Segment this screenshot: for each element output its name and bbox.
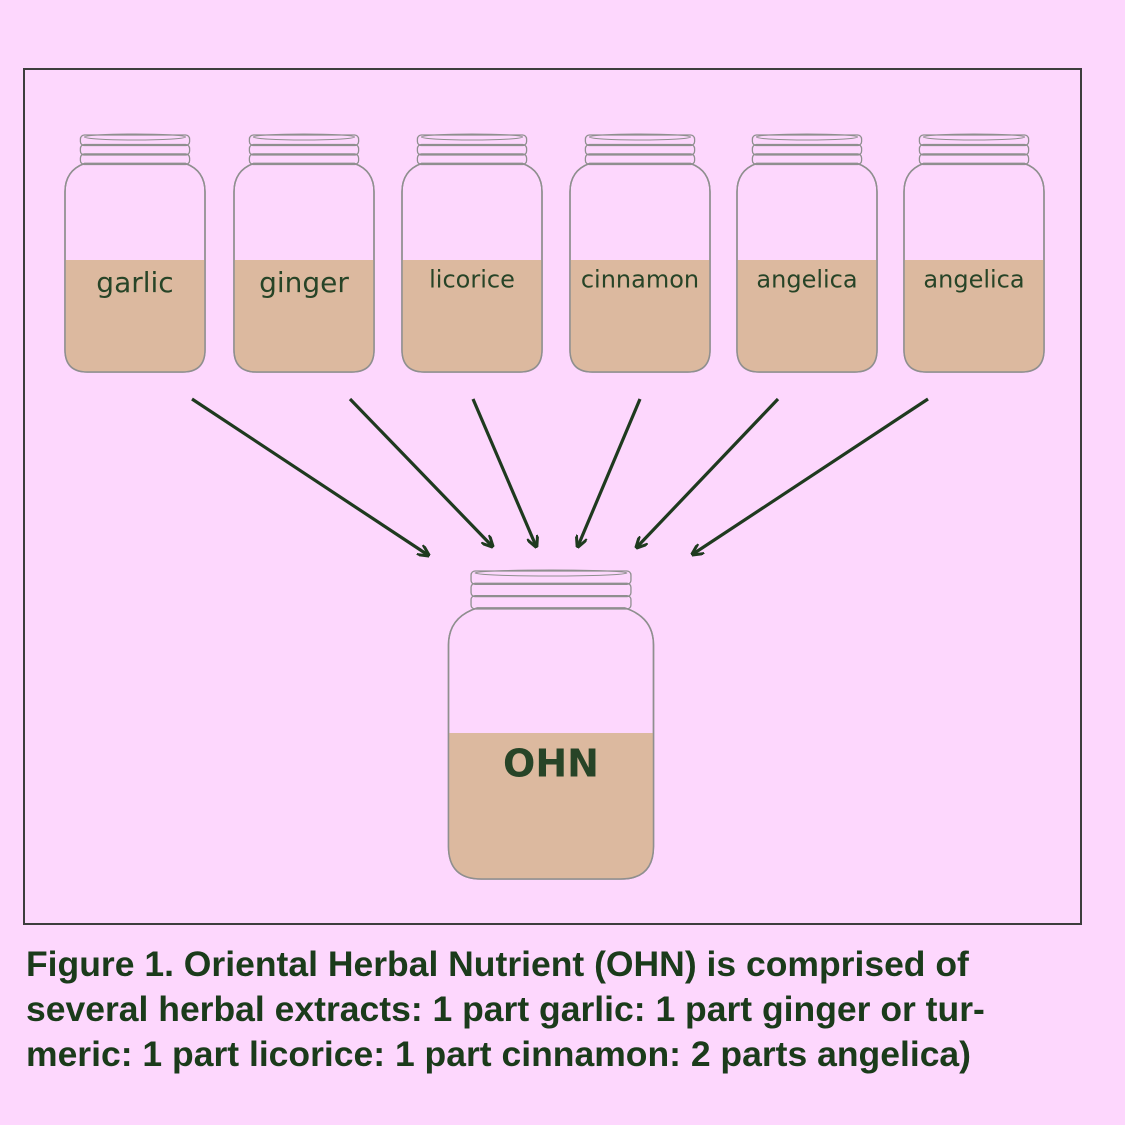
source-jar-2-label: ginger bbox=[259, 266, 349, 299]
figure-caption: Figure 1. Oriental Herbal Nutrient (OHN)… bbox=[26, 942, 1106, 1077]
source-jar-1-liquid bbox=[65, 260, 205, 372]
source-jar-5-label: angelica bbox=[756, 266, 857, 294]
arrow-5 bbox=[637, 397, 780, 547]
source-jar-5-liquid bbox=[737, 260, 877, 372]
caption-line-2: several herbal extracts: 1 part garlic: … bbox=[26, 989, 985, 1029]
source-jar-6-label: angelica bbox=[923, 266, 1024, 294]
target-jar-ohn-label: OHN bbox=[503, 742, 599, 786]
target-jar-ohn-lid bbox=[470, 569, 632, 610]
source-jar-2-liquid bbox=[234, 260, 374, 372]
source-jar-3: licorice bbox=[401, 133, 543, 373]
source-jar-4-label: cinnamon bbox=[581, 266, 699, 294]
source-jar-3-lid bbox=[416, 133, 528, 166]
source-jar-2-lid bbox=[248, 133, 360, 166]
source-jar-4-lid bbox=[584, 133, 696, 166]
caption-line-3: meric: 1 part licorice: 1 part cinnamon:… bbox=[26, 1034, 971, 1074]
source-jar-4: cinnamon bbox=[569, 133, 711, 373]
source-jar-5: angelica bbox=[736, 133, 878, 373]
figure-frame bbox=[23, 68, 1082, 925]
caption-line-1: Figure 1. Oriental Herbal Nutrient (OHN)… bbox=[26, 944, 969, 984]
arrow-3 bbox=[471, 398, 536, 546]
source-jar-6: angelica bbox=[903, 133, 1045, 373]
arrow-1 bbox=[191, 397, 428, 555]
source-jar-6-lid bbox=[918, 133, 1030, 166]
arrow-6 bbox=[693, 397, 929, 554]
source-jar-3-liquid bbox=[402, 260, 542, 372]
arrow-4 bbox=[578, 398, 642, 546]
target-jar-ohn: OHN bbox=[447, 569, 655, 880]
arrow-2 bbox=[348, 397, 492, 546]
source-jar-3-label: licorice bbox=[429, 266, 515, 294]
target-jar-ohn-liquid bbox=[448, 733, 654, 879]
source-jar-4-liquid bbox=[570, 260, 710, 372]
source-jar-1-label: garlic bbox=[96, 266, 173, 299]
source-jar-5-lid bbox=[751, 133, 863, 166]
source-jar-2: ginger bbox=[233, 133, 375, 373]
source-jar-6-liquid bbox=[904, 260, 1044, 372]
source-jar-1-lid bbox=[79, 133, 191, 166]
source-jar-1: garlic bbox=[64, 133, 206, 373]
